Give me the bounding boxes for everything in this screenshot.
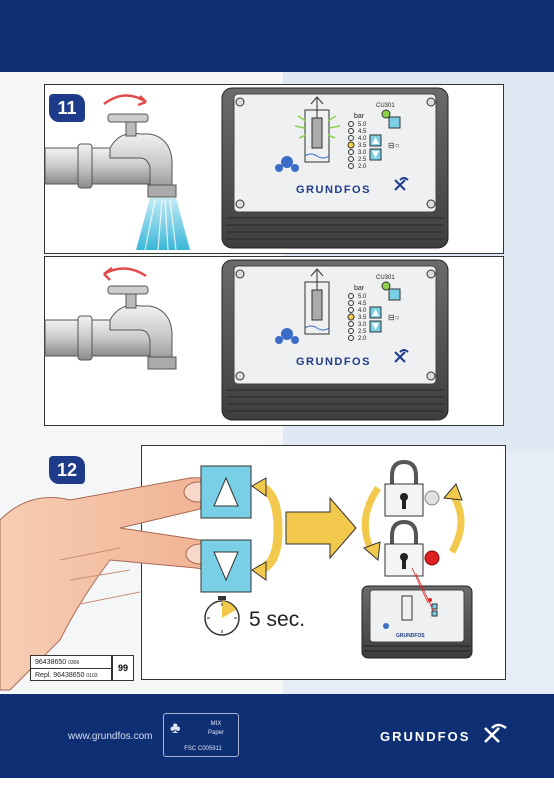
grundfos-logo-icon [394,177,409,191]
pressure-level-label: 2.0 [358,164,367,170]
document-date: 0306 [68,660,80,666]
pressure-level-label: 2.5 [358,157,367,163]
document-number-label: 96438650 0306 Repl. 96438650 0103 [30,655,112,681]
unit-label: bar [354,285,365,292]
brand-logo-text: GRUNDFOS [296,356,371,368]
tap-closed-illustration [44,267,177,370]
document-number: 96438650 [35,659,67,666]
replaced-document-number: Repl. 96438650 [35,672,85,679]
page-number: 99 [112,655,134,681]
cycle-arrow-icon [448,492,465,554]
status-led [381,109,391,119]
lock-indicator-off [424,490,440,506]
pressure-level-label: 4.5 [358,301,367,307]
brand-logo-text: GRUNDFOS [296,184,371,196]
pressure-level-label: 5.0 [358,122,367,128]
info-button-icon [388,116,401,129]
tap-open-illustration [44,94,190,251]
pressure-level-label: 4.0 [358,136,367,142]
model-label: CU301 [376,103,395,109]
lock-closed-icon [384,459,424,517]
pressure-level-label: 3.0 [358,322,367,328]
pressure-level-label: 2.0 [358,336,367,342]
pressure-level-label: 4.5 [358,129,367,135]
brand-logo-text: GRUNDFOS [396,633,425,639]
info-button-icon [388,288,401,301]
website-link[interactable]: www.grundfos.com [68,731,153,742]
fsc-paper-label: Paper [207,730,224,736]
status-led [381,281,391,291]
pressure-level-label: 2.5 [358,329,367,335]
cu301-controller-stopped: 5.0 4.5 4.0 3.5 3.0 2.5 2.0 bar CU301 ⊟○… [221,259,449,421]
pressure-level-label: 3.0 [358,150,367,156]
header-bar [0,0,554,72]
double-arrow-icon [256,481,283,575]
fsc-mix-label: MIX [210,721,222,727]
step-number-badge: 12 [49,456,85,484]
cu301-controller-running: 5.0 4.5 4.0 3.5 3.0 2.5 2.0 bar CU301 ⊟○… [221,87,449,249]
step-number-badge: 11 [49,94,85,122]
lock-indicator-on [424,550,440,566]
lock-symbol-icon: ⊟○ [388,141,400,150]
pressure-level-label: 3.5 [358,143,367,149]
lock-symbol-icon: ⊟○ [388,313,400,322]
cu301-controller-small: GRUNDFOS [361,567,473,659]
unit-label: bar [354,113,365,120]
page-bottom-margin [0,778,554,800]
pressure-level-label: 3.5 [358,315,367,321]
grundfos-logo-icon [484,723,507,743]
pressure-level-label: 5.0 [358,294,367,300]
fsc-code: FSC C005911 [184,746,222,752]
stopwatch-icon [204,596,240,636]
lock-open-icon [384,519,424,577]
footer-brand-logo: GRUNDFOS [380,729,471,744]
model-label: CU301 [376,275,395,281]
pressure-level-label: 4.0 [358,308,367,314]
fsc-tree-icon: ♣ [170,720,181,737]
replaced-document-date: 0103 [86,673,98,679]
timer-duration: 5 sec. [249,608,306,631]
fsc-certification-badge: ♣ MIX Paper FSC C005911 [163,713,239,757]
cycle-arrow-icon [361,486,381,554]
grundfos-logo-icon [394,349,409,363]
right-arrow-icon [285,496,357,560]
